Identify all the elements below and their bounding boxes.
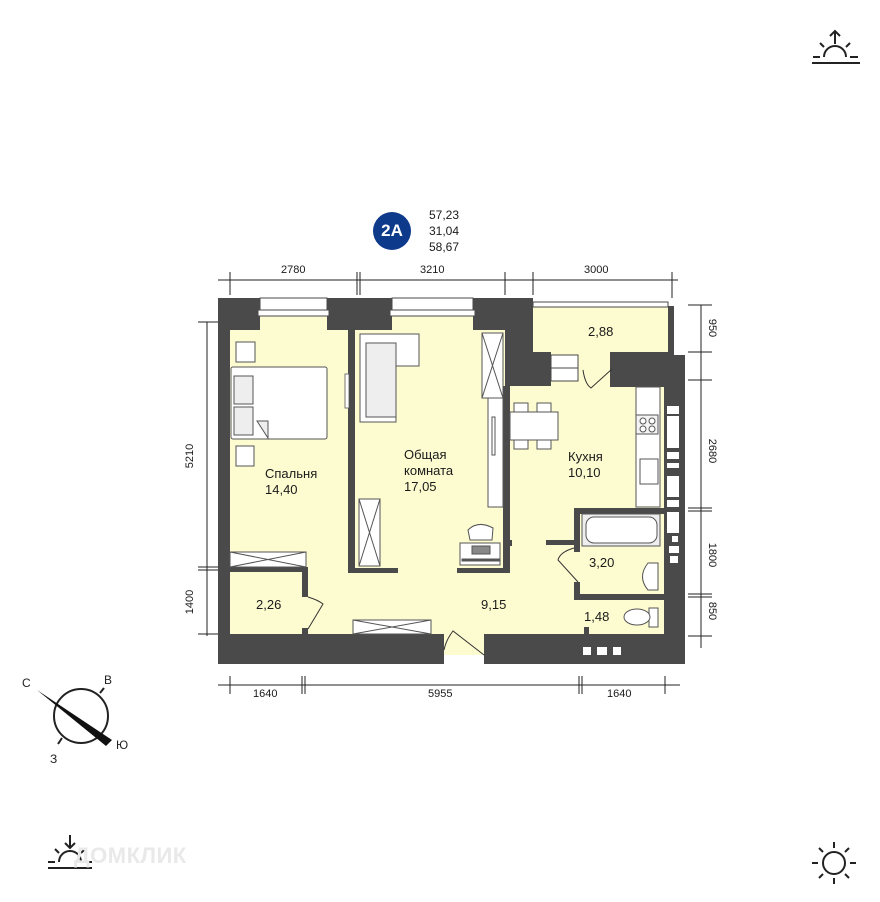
dim-right-1: 950	[706, 318, 719, 338]
compass-west-label: З	[50, 752, 58, 766]
compass-south-label: Ю	[116, 738, 129, 752]
dim-bottom-3: 1640	[607, 688, 632, 700]
room-balcony: 2,88	[588, 324, 614, 339]
watermark: ДОМКЛИК	[74, 843, 187, 868]
sun-icon	[812, 842, 856, 884]
sink	[642, 562, 659, 591]
dim-right-2: 2680	[706, 438, 719, 464]
kitchen-counter	[635, 386, 661, 508]
dim-left-1: 5210	[184, 443, 197, 469]
dim-bottom-2: 5955	[428, 688, 453, 700]
room-name: Кухня	[568, 449, 603, 464]
apartment-type-badge: 2А	[373, 212, 411, 250]
room-area: 10,10	[568, 465, 601, 480]
compass-east-label: В	[104, 673, 113, 687]
total-area: 57,23	[429, 208, 460, 222]
room-storage: 2,26	[256, 597, 282, 612]
bathtub	[581, 513, 661, 547]
windows	[257, 297, 669, 317]
area-with-balcony: 58,67	[429, 240, 460, 254]
dimension-lines	[198, 272, 712, 694]
room-bathroom: 3,20	[589, 555, 615, 570]
dim-bottom-1: 1640	[253, 688, 278, 700]
room-area: 17,05	[404, 479, 437, 494]
dim-top-1: 2780	[281, 264, 306, 276]
compass-icon	[37, 687, 112, 746]
room-bedroom: Спальня 14,40	[265, 466, 317, 498]
bedroom-wardrobe	[229, 551, 307, 568]
living-wardrobe	[358, 332, 504, 567]
room-hallway: 9,15	[481, 597, 507, 612]
hall-wardrobe	[352, 619, 432, 635]
dim-top-2: 3210	[420, 264, 445, 276]
room-name: Спальня	[265, 466, 318, 481]
dim-left-2: 1400	[184, 589, 197, 615]
dining-table	[509, 402, 559, 450]
toilet	[623, 607, 659, 628]
living-area: 31,04	[429, 224, 460, 238]
apartment-areas: 57,23 31,04 58,67	[429, 207, 459, 255]
desk	[459, 524, 501, 566]
room-toilet: 1,48	[584, 609, 610, 624]
dim-right-3: 1800	[706, 542, 719, 568]
compass-north-label: С	[22, 676, 31, 690]
room-kitchen: Кухня 10,10	[568, 449, 603, 481]
sunrise-icon	[812, 29, 860, 64]
room-name-line1: Общая	[404, 447, 447, 462]
sunset-icon	[48, 835, 92, 869]
room-name-line2: комната	[404, 463, 454, 478]
room-area: 14,40	[265, 482, 298, 497]
sofa	[359, 333, 420, 423]
dim-top-3: 3000	[584, 264, 609, 276]
balcony-door	[550, 354, 579, 382]
kitchen-windows	[583, 406, 679, 655]
room-living: Общая комната 17,05	[404, 447, 453, 495]
dim-right-4: 850	[706, 601, 719, 621]
bed	[230, 341, 328, 467]
